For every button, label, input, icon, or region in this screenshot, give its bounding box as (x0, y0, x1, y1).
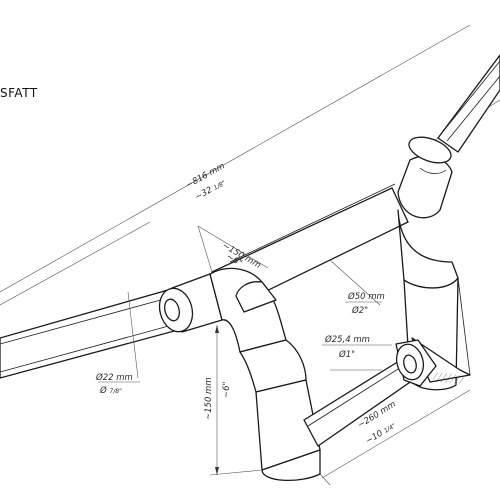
section-hatching (432, 372, 466, 384)
bar-dimension: Ø25,4 mm Ø1" (322, 334, 392, 371)
bar-mm-label: Ø25,4 mm (324, 334, 370, 345)
riser-dimension: Ø50 mm Ø2" (329, 259, 385, 316)
height-mm-label: ~150 mm (204, 377, 214, 420)
height-dimension: ~150 mm ~6" (204, 325, 263, 476)
right-riser (397, 136, 453, 219)
grip-in-label: Ø 7/8" (99, 385, 122, 396)
bar-in-label: Ø1" (338, 349, 355, 360)
height-in-label: ~6" (222, 381, 232, 398)
left-riser (209, 267, 321, 482)
title-label: SFATT (0, 86, 38, 100)
grip-dimension: Ø22 mm Ø 7/8" (95, 291, 140, 396)
riser-mm-label: Ø50 mm (347, 291, 385, 302)
right-clamp-cap (395, 339, 437, 387)
left-grip (0, 289, 179, 379)
riser-in-label: Ø2" (351, 305, 368, 316)
left-sleeve (158, 273, 223, 333)
grip-mm-label: Ø22 mm (95, 372, 133, 383)
right-grip (437, 54, 500, 153)
